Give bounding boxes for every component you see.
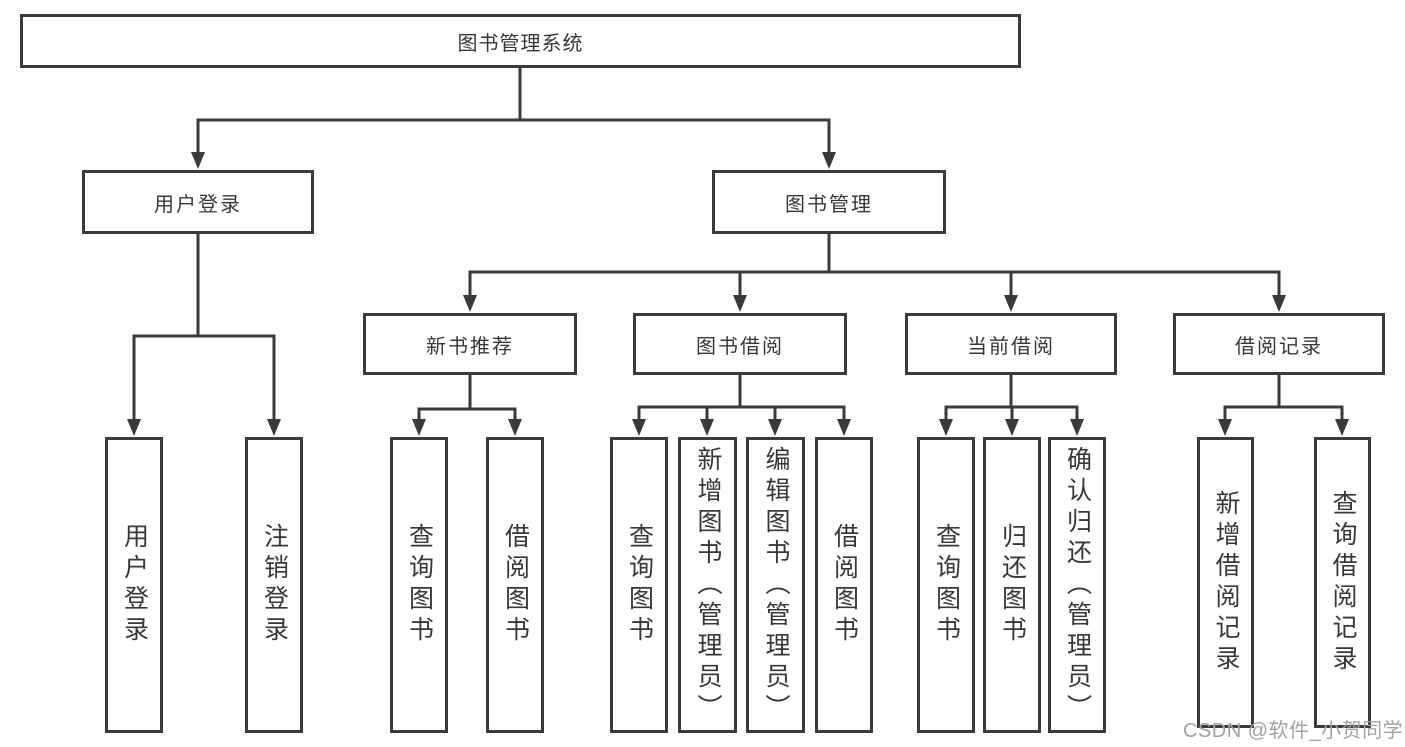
arrowhead-down-icon <box>733 295 747 312</box>
node-leaf-br-add: 新增借阅记录 <box>1197 437 1254 728</box>
node-new-book-rec: 新书推荐 <box>363 313 577 375</box>
node-label: 借阅记录 <box>1235 335 1323 358</box>
node-user-login: 用户登录 <box>82 170 314 234</box>
arrowhead-down-icon <box>412 419 426 436</box>
node-leaf-bb-borrow: 借阅图书 <box>815 437 873 733</box>
node-label: 新增图书（管理员） <box>694 445 722 725</box>
node-label: 查询图书 <box>625 523 654 647</box>
arrowhead-down-icon <box>1005 419 1019 436</box>
node-borrow-records: 借阅记录 <box>1173 313 1385 375</box>
node-label: 查询借阅记录 <box>1329 489 1357 676</box>
node-leaf-cb-confirm: 确认归还（管理员） <box>1048 437 1106 733</box>
node-label: 当前借阅 <box>967 335 1055 358</box>
watermark-text: CSDN @软件_小贺同学 <box>1183 720 1404 742</box>
node-label: 新增借阅记录 <box>1212 489 1240 676</box>
arrowhead-down-icon <box>463 295 477 312</box>
node-book-borrow: 图书借阅 <box>633 313 847 375</box>
arrowhead-down-icon <box>1070 419 1084 436</box>
node-leaf-bb-add: 新增图书（管理员） <box>678 437 737 733</box>
node-leaf-bb-edit: 编辑图书（管理员） <box>746 437 805 733</box>
arrowhead-down-icon <box>768 419 782 436</box>
node-label: 图书借阅 <box>696 335 784 358</box>
node-leaf-nbr-query: 查询图书 <box>390 437 448 733</box>
arrowhead-down-icon <box>508 419 522 436</box>
node-leaf-logout: 注销登录 <box>245 437 303 733</box>
node-label: 新书推荐 <box>426 335 514 358</box>
node-book-mgmt: 图书管理 <box>712 170 946 234</box>
arrowhead-down-icon <box>939 419 953 436</box>
arrowhead-down-icon <box>700 419 714 436</box>
arrowhead-down-icon <box>1272 295 1286 312</box>
node-label: 注销登录 <box>260 523 289 647</box>
node-label: 图书管理系统 <box>457 32 584 55</box>
node-leaf-cb-return: 归还图书 <box>983 437 1041 733</box>
node-label: 用户登录 <box>154 193 242 216</box>
node-label: 用户登录 <box>120 523 149 647</box>
node-label: 归还图书 <box>998 523 1027 647</box>
node-label: 借阅图书 <box>830 523 859 647</box>
arrowhead-down-icon <box>1218 419 1232 436</box>
node-leaf-br-query: 查询借阅记录 <box>1314 437 1371 728</box>
node-leaf-nbr-borrow: 借阅图书 <box>486 437 544 733</box>
node-label: 图书管理 <box>785 193 873 216</box>
node-label: 借阅图书 <box>501 523 530 647</box>
arrowhead-down-icon <box>1335 419 1349 436</box>
arrowhead-down-icon <box>1004 295 1018 312</box>
node-label: 确认归还（管理员） <box>1063 445 1092 725</box>
arrowhead-down-icon <box>267 419 281 436</box>
node-leaf-bb-query: 查询图书 <box>610 437 668 733</box>
node-current-borrow: 当前借阅 <box>905 313 1117 375</box>
arrowhead-down-icon <box>191 152 205 169</box>
node-root: 图书管理系统 <box>20 14 1021 68</box>
node-label: 编辑图书（管理员） <box>762 445 790 725</box>
arrowhead-down-icon <box>837 419 851 436</box>
node-leaf-user-login: 用户登录 <box>105 437 163 733</box>
node-label: 查询图书 <box>405 523 434 647</box>
arrowhead-down-icon <box>127 419 141 436</box>
node-label: 查询图书 <box>932 523 961 647</box>
arrowhead-down-icon <box>822 152 836 169</box>
node-leaf-cb-query: 查询图书 <box>917 437 975 733</box>
arrowhead-down-icon <box>632 419 646 436</box>
